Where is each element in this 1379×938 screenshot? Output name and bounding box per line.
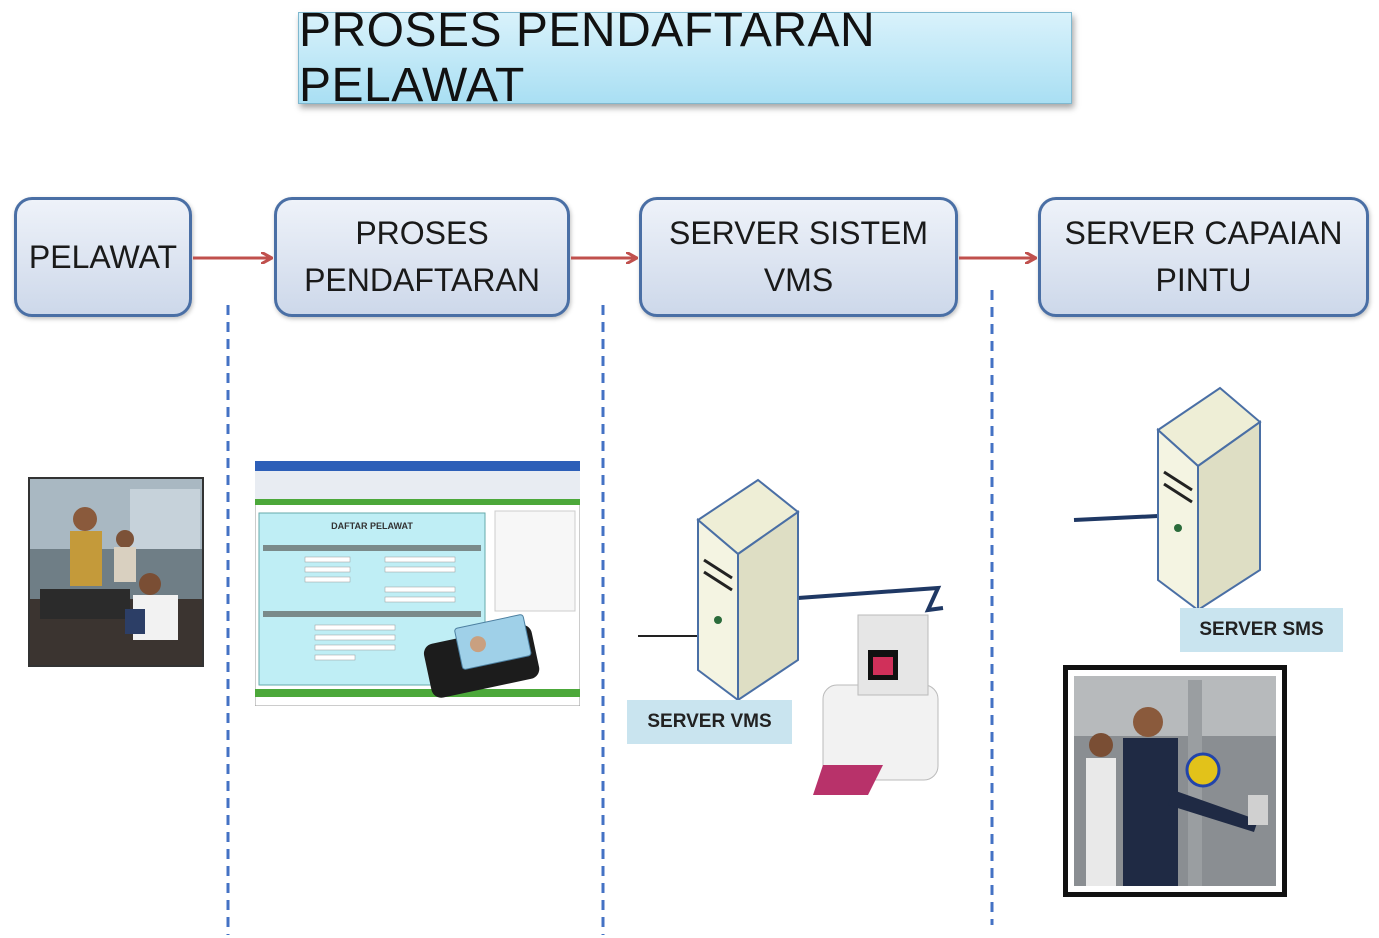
step-pelawat-label: PELAWAT	[28, 238, 178, 275]
step-vms-line2: VMS	[763, 262, 834, 298]
door-access-photo-art	[1074, 676, 1276, 886]
server-vms-illustration	[638, 478, 944, 795]
step-proses-pendaftaran: PROSES PENDAFTARAN	[274, 197, 570, 317]
step-pintu-line1: SERVER CAPAIAN	[1064, 215, 1343, 251]
step-server-sistem-vms: SERVER SISTEM VMS	[639, 197, 958, 317]
registration-form-art	[255, 461, 580, 706]
step-proses-line2: PENDAFTARAN	[304, 262, 540, 298]
server-sms-label: SERVER SMS	[1180, 608, 1343, 652]
registration-form-heading: DAFTAR PELAWAT	[331, 521, 413, 531]
server-sms-illustration	[1073, 386, 1262, 610]
step-pintu-line2: PINTU	[1155, 262, 1252, 298]
step-proses-line1: PROSES	[355, 215, 489, 251]
reception-photo-art	[30, 479, 202, 665]
step-pelawat: PELAWAT	[14, 197, 192, 317]
door-access-photo	[1063, 665, 1287, 897]
registration-form-screenshot: DAFTAR PELAWAT	[255, 461, 580, 706]
reception-photo	[28, 477, 204, 667]
diagram-title: PROSES PENDAFTARAN PELAWAT	[298, 4, 1072, 112]
step-server-capaian-pintu: SERVER CAPAIAN PINTU	[1038, 197, 1369, 317]
server-vms-label: SERVER VMS	[627, 700, 792, 744]
step-vms-line1: SERVER SISTEM	[668, 215, 929, 251]
